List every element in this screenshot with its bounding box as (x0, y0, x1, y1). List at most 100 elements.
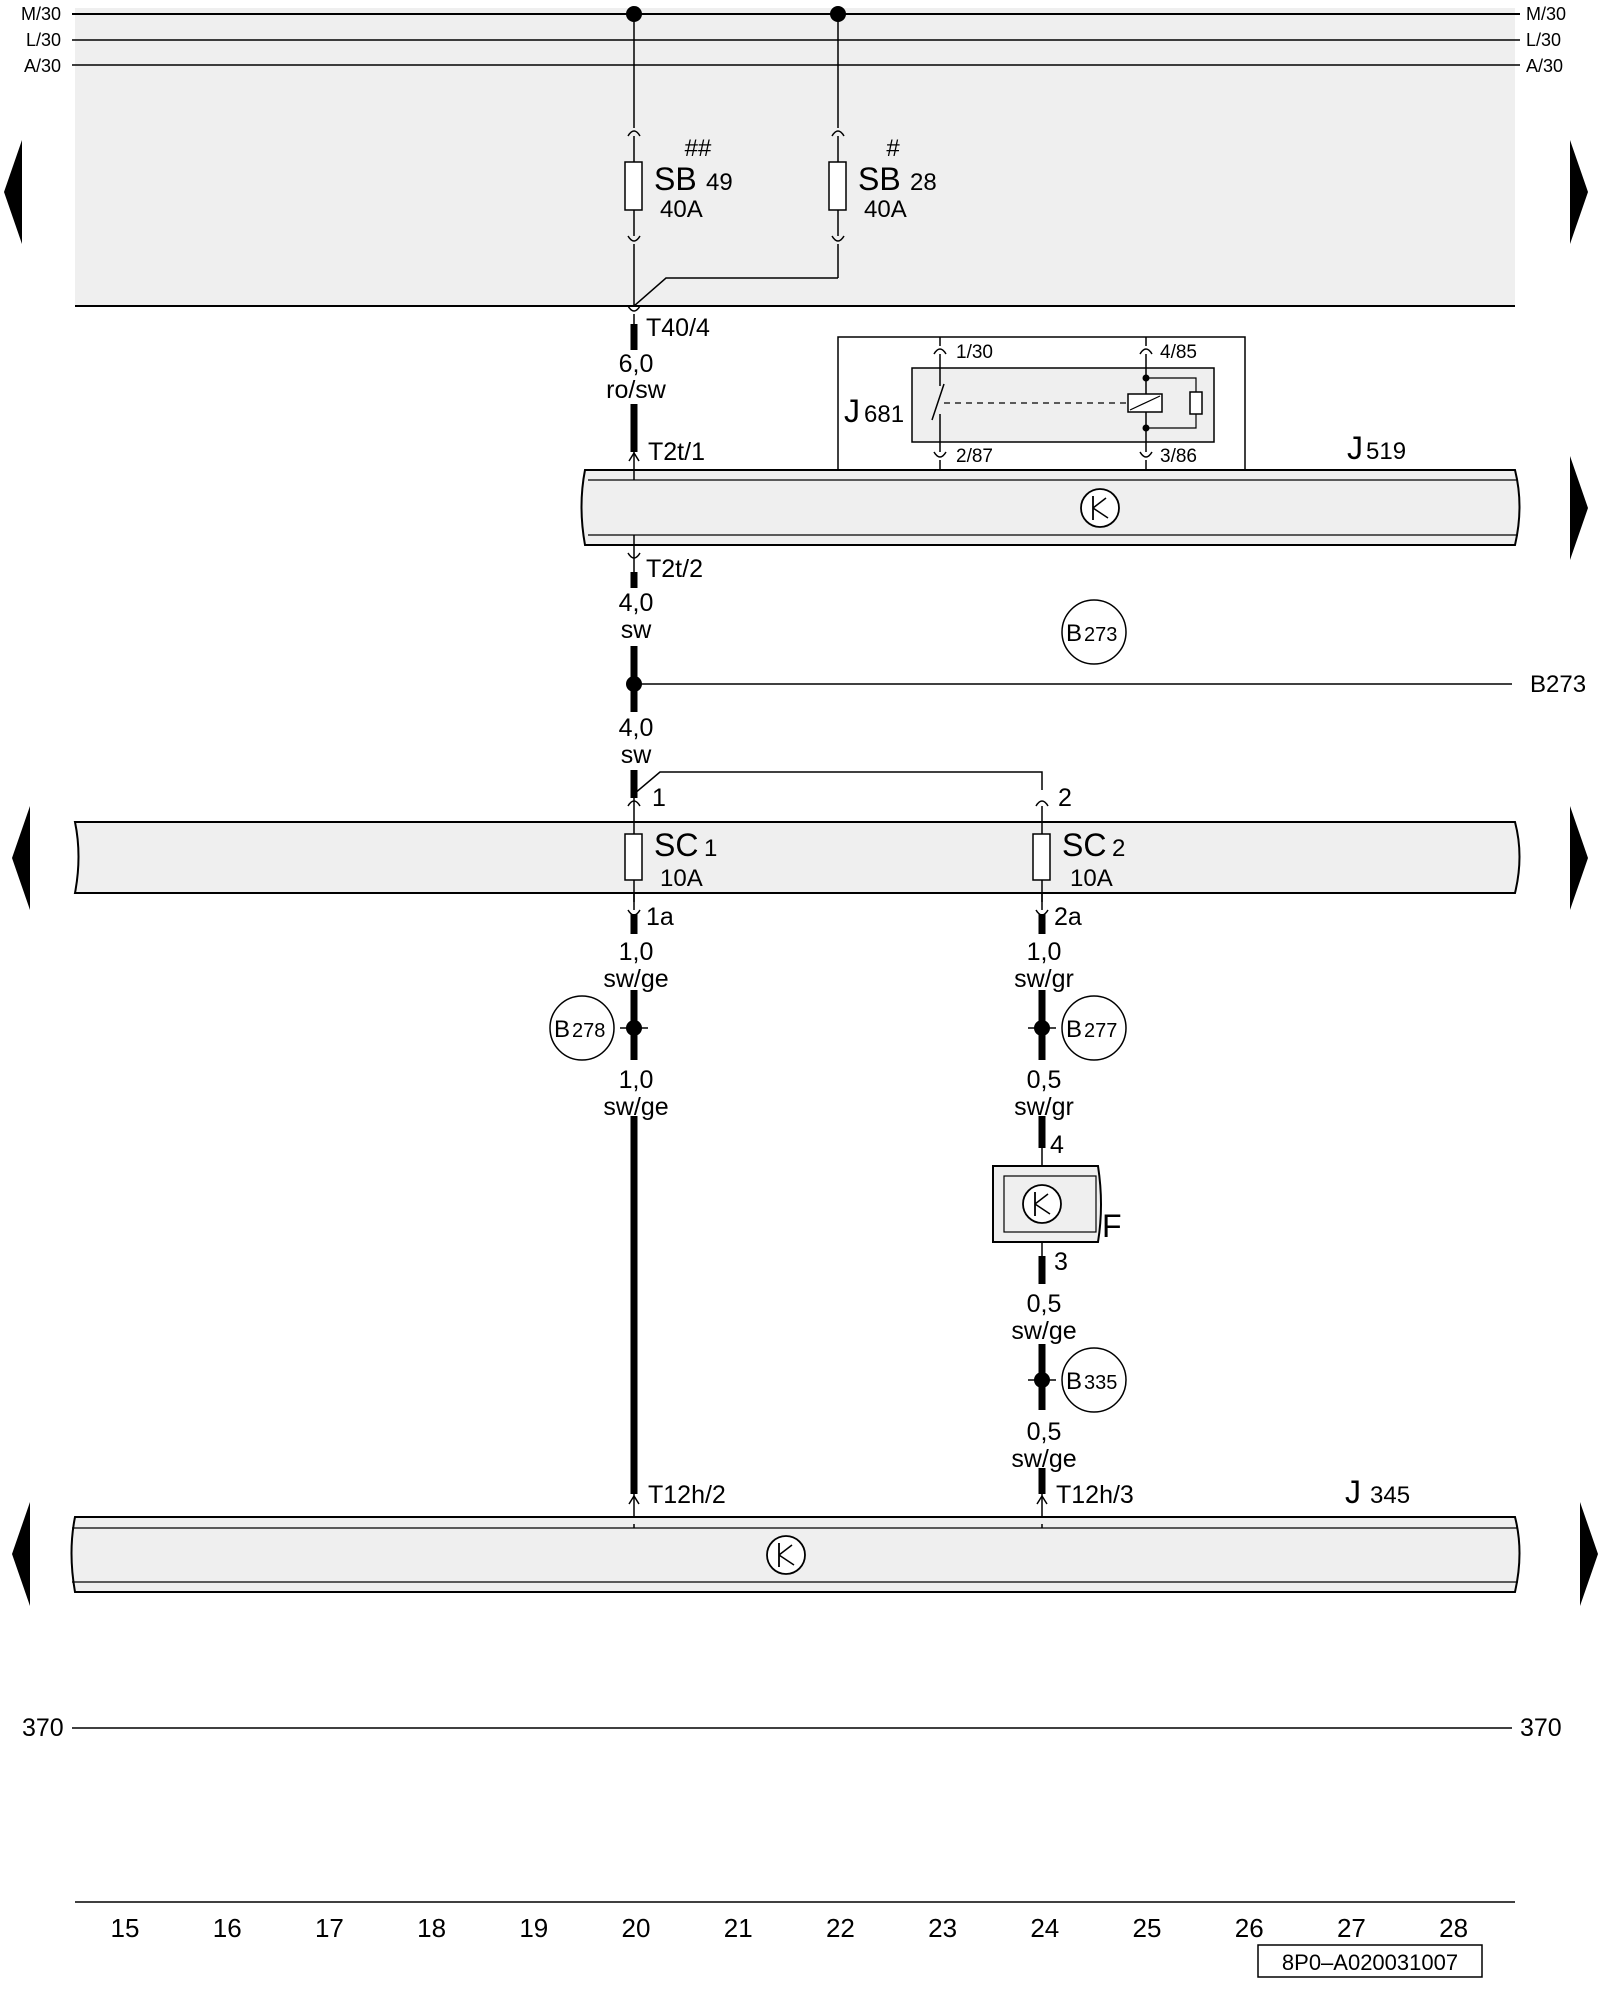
column-number: 28 (1439, 1913, 1468, 1943)
wire-w6-color: sw/gr (1014, 965, 1074, 993)
relay-j681-body (911, 367, 1215, 443)
wire-w8-size: 0,5 (1027, 1290, 1062, 1318)
relay-resistor-wires-lower (1146, 414, 1197, 429)
column-number: 26 (1235, 1913, 1264, 1943)
diagram-code: 8P0–A020031007 (1282, 1950, 1458, 1975)
wire-w3-size: 4,0 (619, 714, 654, 742)
fuse-sb49-symbol (624, 161, 643, 211)
svg-text:B: B (1066, 620, 1082, 647)
continue-right-arrow-3[interactable] (1570, 806, 1588, 910)
relay-pin-2-87-plug (933, 451, 947, 458)
fuse-sb28-mark: # (886, 135, 900, 162)
column-number: 27 (1337, 1913, 1366, 1943)
fuse-sc1-symbol (624, 833, 643, 881)
fuse-sc1-rating: 10A (660, 865, 703, 892)
wire-w8-color: sw/ge (1011, 1317, 1076, 1345)
rail-370-label-right: 370 (1520, 1714, 1562, 1742)
ref-b335-badge: B 335 (1061, 1347, 1127, 1413)
column-number: 17 (315, 1913, 344, 1943)
fuse-sc2-number: 2 (1112, 835, 1125, 862)
fuse-sb49-name: SB (654, 161, 697, 197)
ref-b273-side-label: B273 (1530, 671, 1586, 698)
plug-symbol-sb49-top (627, 130, 641, 137)
plug-symbol-sb28-top (831, 130, 845, 137)
relay-switch-blade (931, 383, 945, 421)
connector-t12h-2-label: T12h/2 (648, 1481, 726, 1509)
wire-w6-size: 1,0 (1027, 938, 1062, 966)
continue-left-arrow-3[interactable] (12, 806, 30, 910)
column-number: 16 (213, 1913, 242, 1943)
svg-text:B: B (554, 1016, 570, 1043)
fuse-sc1-number: 1 (704, 835, 717, 862)
continue-left-arrow-1[interactable] (4, 140, 22, 244)
fuse-sc2-pin-out: 2a (1054, 903, 1082, 931)
continue-left-arrow-4[interactable] (12, 1502, 30, 1606)
component-f-pin3: 3 (1054, 1248, 1068, 1276)
fuse-sc2-pin-in: 2 (1058, 784, 1072, 812)
wire-w5-size: 1,0 (619, 1066, 654, 1094)
continue-right-arrow-2[interactable] (1570, 456, 1588, 560)
column-number: 25 (1133, 1913, 1162, 1943)
relay-pin-3-86-label: 3/86 (1160, 446, 1197, 467)
relay-pin-3-86-plug (1139, 451, 1153, 458)
plug-symbol-t2t1 (628, 451, 640, 462)
wire-w9-size: 0,5 (1027, 1418, 1062, 1446)
connector-t2t-1-label: T2t/1 (648, 438, 705, 466)
column-number: 24 (1030, 1913, 1059, 1943)
fuse-sb49-number: 49 (706, 169, 733, 196)
wire-w1-size: 6,0 (619, 350, 654, 378)
plug-symbol-sb49-bottom (627, 235, 641, 242)
column-number: 20 (622, 1913, 651, 1943)
rail-l30-label-left: L/30 (26, 30, 61, 50)
rail-m30-label-right: M/30 (1526, 4, 1566, 24)
relay-pin-4-85-plug (1139, 348, 1153, 355)
plug-symbol-t40 (627, 305, 641, 312)
fuse-sc2-name: SC (1062, 827, 1106, 863)
wire-w2-color: sw (621, 616, 653, 644)
fuse-sc1-pin-in: 1 (652, 784, 666, 812)
wire-w4-color: sw/ge (603, 965, 668, 993)
svg-text:273: 273 (1084, 624, 1117, 646)
rail-m30-label-left: M/30 (21, 4, 61, 24)
component-f-label: F (1102, 1208, 1122, 1244)
column-number: 23 (928, 1913, 957, 1943)
fuse-sb28-name: SB (858, 161, 901, 197)
relay-pin-4-85-label: 4/85 (1160, 342, 1197, 363)
relay-resistor (1189, 391, 1203, 415)
continue-right-arrow-1[interactable] (1570, 140, 1588, 244)
fuse-sb49-rating: 40A (660, 196, 703, 223)
fuse-sb28-number: 28 (910, 169, 937, 196)
svg-text:277: 277 (1084, 1020, 1117, 1042)
fuse-sc2-symbol (1032, 833, 1051, 881)
fuse-panel-background (75, 8, 1515, 306)
plug-symbol-t12h3 (1036, 1494, 1048, 1505)
ref-b273-badge: B 273 (1061, 599, 1127, 665)
control-unit-j519-bar (580, 469, 1521, 546)
fuse-sb28-rating: 40A (864, 196, 907, 223)
connector-t2t-2-label: T2t/2 (646, 555, 703, 583)
relay-j681-name: J (844, 393, 860, 429)
electronic-symbol-f-icon (1022, 1184, 1062, 1224)
control-unit-j345-number: 345 (1370, 1482, 1410, 1509)
wire-branch-to-sc2 (633, 771, 1043, 795)
ref-b278-badge: B 278 (549, 995, 615, 1061)
ref-b277-badge: B 277 (1061, 995, 1127, 1061)
svg-text:278: 278 (572, 1020, 605, 1042)
wire-w2-size: 4,0 (619, 589, 654, 617)
wire-w3-color: sw (621, 741, 653, 769)
svg-text:335: 335 (1084, 1372, 1117, 1394)
continue-right-arrow-4[interactable] (1580, 1502, 1598, 1606)
relay-pin-1-30-label: 1/30 (956, 342, 993, 363)
column-number: 21 (724, 1913, 753, 1943)
fuse-sc2-rating: 10A (1070, 865, 1113, 892)
fuse-bar-sc (73, 821, 1521, 894)
relay-j681-outer-frame (837, 336, 1246, 470)
connector-t12h-3-label: T12h/3 (1056, 1481, 1134, 1509)
relay-resistor-wires (1146, 377, 1197, 392)
control-unit-j345-name: J (1345, 1474, 1361, 1510)
column-number: 19 (519, 1913, 548, 1943)
wire-w7-size: 0,5 (1027, 1066, 1062, 1094)
column-number: 15 (111, 1913, 140, 1943)
electronic-symbol-j345-icon (766, 1535, 806, 1575)
wire-w5-color: sw/ge (603, 1093, 668, 1121)
